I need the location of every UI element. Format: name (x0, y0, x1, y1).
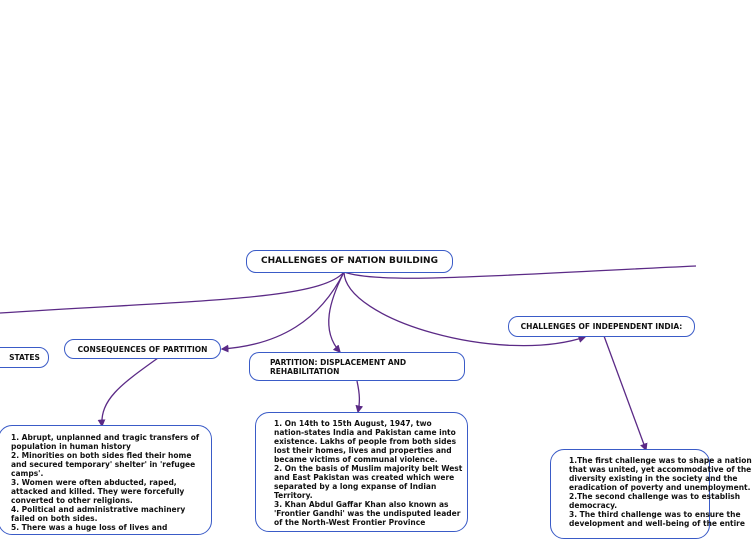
link-consequences-details (97, 357, 159, 428)
detail-line: lost their homes, lives and properties a… (274, 446, 452, 455)
partition-details[interactable]: 1. On 14th to 15th August, 1947, two nat… (255, 412, 468, 532)
detail-line: camps'. (11, 469, 44, 478)
detail-line: 'Frontier Gandhi' was the undisputed lea… (274, 509, 461, 518)
branch-partition[interactable]: PARTITION: DISPLACEMENT AND REHABILITATI… (249, 352, 465, 381)
detail-line: 4. Political and administrative machiner… (11, 505, 186, 514)
detail-line: 3. Women were often abducted, raped, (11, 478, 177, 487)
detail-line: eradication of poverty and unemployment. (569, 483, 751, 492)
detail-line: democracy. (569, 501, 618, 510)
detail-line: converted to other religions. (11, 496, 133, 505)
detail-line: failed on both sides. (11, 514, 98, 523)
detail-line: of the North-West Frontier Province (274, 518, 426, 527)
detail-line: 5. There was a huge loss of lives and (11, 523, 168, 532)
branch-independent-label: CHALLENGES OF INDEPENDENT INDIA: (520, 322, 683, 331)
detail-line: 1. Abrupt, unplanned and tragic transfer… (11, 433, 200, 442)
detail-line: and East Pakistan was created which were (274, 473, 455, 482)
link-to-independent (343, 271, 587, 347)
central-topic-label: CHALLENGES OF NATION BUILDING (261, 256, 438, 266)
detail-line: existence. Lakhs of people from both sid… (274, 437, 457, 446)
detail-line: became victims of communal violence. (274, 455, 438, 464)
detail-line: population in human history (11, 442, 131, 451)
branch-consequences[interactable]: CONSEQUENCES OF PARTITION (64, 339, 221, 359)
detail-line: separated by a long expanse of Indian (274, 482, 437, 491)
partition-label-line: PARTITION: DISPLACEMENT AND (270, 357, 407, 367)
detail-line: nation-states India and Pakistan came in… (274, 428, 456, 437)
detail-line: and secured temporary' shelter' in 'refu… (11, 460, 196, 469)
link-partition-details (355, 380, 364, 414)
detail-line: 1. On 14th to 15th August, 1947, two (274, 419, 432, 428)
central-topic[interactable]: CHALLENGES OF NATION BUILDING (246, 250, 453, 273)
detail-line: attacked and killed. They were forcefull… (11, 487, 185, 496)
connector-lines (0, 265, 697, 452)
detail-line: 2. On the basis of Muslim majority belt … (274, 464, 463, 473)
independent-details[interactable]: 1.The first challenge was to shape a nat… (550, 449, 752, 539)
link-to-right (343, 265, 697, 279)
consequences-details[interactable]: 1. Abrupt, unplanned and tragic transfer… (0, 425, 212, 535)
detail-line: that was united, yet accommodative of th… (569, 465, 752, 474)
branch-states-label: STATES (9, 353, 40, 362)
link-independent-details (603, 335, 648, 452)
detail-line: diversity existing in the society and th… (569, 474, 738, 483)
branch-consequences-label: CONSEQUENCES OF PARTITION (77, 344, 208, 354)
link-to-partition (328, 271, 345, 353)
partition-label-line: REHABILITATION (270, 366, 340, 376)
link-to-states (0, 271, 345, 314)
detail-line: 2. Minorities on both sides fled their h… (11, 451, 192, 460)
detail-line: development and well-being of the entire (569, 519, 745, 528)
detail-line: 3. Khan Abdul Gaffar Khan also known as (274, 500, 449, 509)
link-to-consequences (220, 271, 345, 353)
branch-independent[interactable]: CHALLENGES OF INDEPENDENT INDIA: (508, 316, 695, 337)
detail-line: 1.The first challenge was to shape a nat… (569, 456, 752, 465)
detail-line: 3. The third challenge was to ensure the (569, 510, 741, 519)
detail-line: Territory. (274, 491, 313, 500)
branch-states[interactable]: STATES (0, 347, 49, 368)
detail-line: 2.The second challenge was to establish (569, 492, 741, 501)
